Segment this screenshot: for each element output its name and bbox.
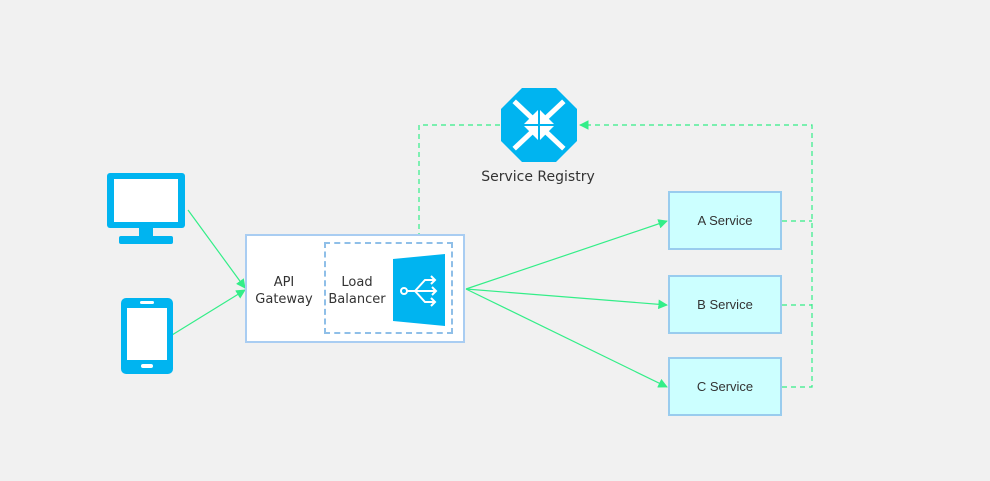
desktop-monitor-icon [107,173,185,244]
mobile-phone-icon [121,298,173,374]
service-registry-icon [501,88,577,162]
edge-registry-to-load-balancer [414,124,500,255]
load-balancer-icon [393,254,445,326]
b-service-box[interactable]: B Service [668,275,782,334]
a-service-label: A Service [697,213,753,228]
edge-c-service-to-registry-bus [579,120,813,388]
edge-gateway-to-c-service [465,288,668,388]
edge-phone-to-gateway [171,289,246,336]
c-service-box[interactable]: C Service [668,357,782,416]
c-service-label: C Service [696,379,754,394]
edge-gateway-to-b-service [465,288,668,310]
b-service-label: B Service [697,297,753,312]
a-service-box[interactable]: A Service [668,191,782,250]
edge-desktop-to-gateway [187,209,246,289]
service-registry-label: Service Registry [481,169,595,185]
edge-gateway-to-a-service [465,219,668,290]
